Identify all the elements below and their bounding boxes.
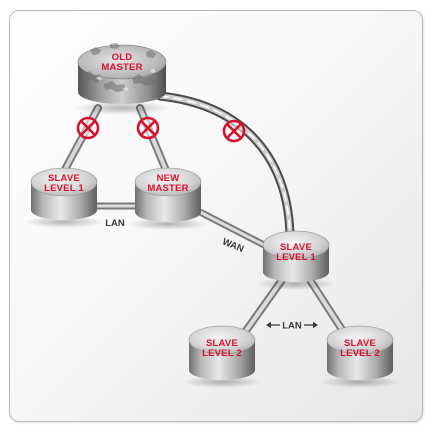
slave-l2-right-label-line1: SLAVE [344, 338, 376, 349]
node-slave-level2-right: SLAVE LEVEL 2 [326, 325, 394, 380]
new-master-label-line1: NEW [157, 173, 180, 184]
old-master-label-line1: OLD [112, 52, 133, 63]
link-old-master-to-slave-right [155, 91, 295, 245]
new-master-label-line2: MASTER [147, 183, 188, 194]
link-wan [198, 208, 272, 252]
node-new-master: NEW MASTER [134, 167, 202, 222]
no-entry-icon [222, 119, 246, 143]
slave-right-label-line2: LEVEL 1 [276, 252, 316, 263]
slave-left-label-line1: SLAVE [48, 173, 80, 184]
wan-label: WAN [221, 236, 246, 255]
node-shadows [24, 101, 400, 388]
no-entry-icon [136, 116, 160, 140]
slave-l2-right-label-line2: LEVEL 2 [340, 348, 380, 359]
no-entry-icon [76, 116, 100, 140]
lan-label-top: LAN [105, 218, 125, 229]
node-old-master: OLD MASTER [77, 43, 167, 104]
slave-l2-left-label-line2: LEVEL 2 [202, 348, 242, 359]
double-arrow-icon [266, 321, 318, 329]
lan-label-bottom: LAN [282, 321, 302, 332]
node-slave-level1-left: SLAVE LEVEL 1 [30, 167, 98, 220]
slave-l2-left-label-line1: SLAVE [206, 338, 238, 349]
node-slave-level2-left: SLAVE LEVEL 2 [188, 325, 256, 380]
old-master-label-line2: MASTER [101, 62, 142, 73]
node-slave-level1-right: SLAVE LEVEL 1 [262, 230, 330, 282]
slave-right-label-line1: SLAVE [280, 242, 312, 253]
slave-left-label-line2: LEVEL 1 [44, 183, 84, 194]
